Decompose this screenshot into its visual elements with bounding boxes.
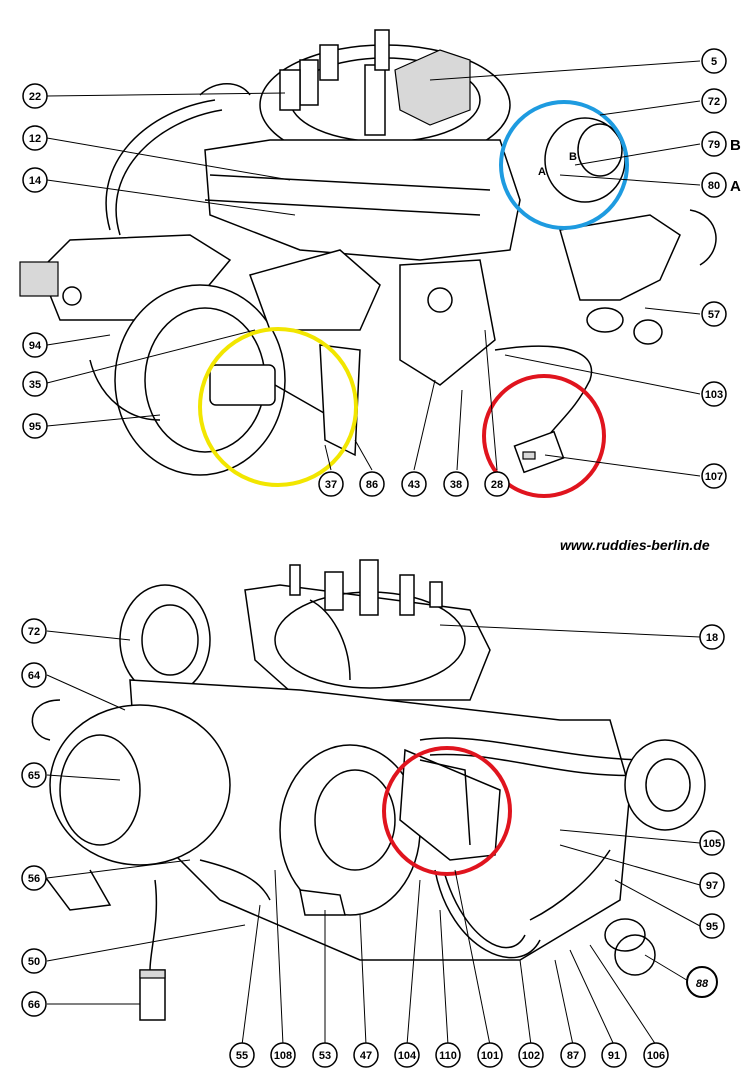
callout-64: 64 [21,662,47,688]
svg-text:35: 35 [29,379,41,391]
svg-text:104: 104 [398,1050,417,1062]
svg-text:47: 47 [360,1050,372,1062]
inline-label-a: A [538,166,546,178]
svg-text:102: 102 [522,1050,540,1062]
svg-text:38: 38 [450,479,462,491]
callout-72-top: 72 [701,88,727,114]
svg-text:18: 18 [706,632,718,644]
red-highlight-circle-top [482,374,606,498]
callout-22: 22 [22,83,48,109]
side-label-b: B [730,137,741,154]
svg-text:79: 79 [708,139,720,151]
callout-50: 50 [21,948,47,974]
callout-14: 14 [22,167,48,193]
svg-text:108: 108 [274,1050,292,1062]
svg-text:12: 12 [29,133,41,145]
svg-text:87: 87 [567,1050,579,1062]
callout-53: 53 [312,1042,338,1068]
callout-105: 105 [699,830,725,856]
red-highlight-circle-bottom [382,746,512,876]
svg-text:43: 43 [408,479,420,491]
callout-91: 91 [601,1042,627,1068]
svg-text:106: 106 [647,1050,665,1062]
svg-text:95: 95 [29,421,41,433]
svg-text:110: 110 [439,1050,457,1062]
callout-66: 66 [21,991,47,1017]
callout-108: 108 [270,1042,296,1068]
svg-text:64: 64 [28,670,41,682]
svg-text:91: 91 [608,1050,620,1062]
callout-104: 104 [394,1042,420,1068]
callout-56: 56 [21,865,47,891]
inline-label-b: B [569,151,577,163]
callout-80: 80 [701,172,727,198]
callout-18: 18 [699,624,725,650]
svg-text:103: 103 [705,389,723,401]
bottom-leader-lines [46,624,701,1046]
blue-highlight-circle [499,100,629,230]
callout-28: 28 [484,471,510,497]
callout-57: 57 [701,301,727,327]
svg-text:94: 94 [29,340,42,352]
top-leader-lines [46,60,701,477]
callout-72-bottom: 72 [21,618,47,644]
svg-text:72: 72 [708,96,720,108]
callout-37: 37 [318,471,344,497]
top-carburetor-drawing [19,29,717,476]
callout-95-bottom: 95 [699,913,725,939]
callout-5: 5 [701,48,727,74]
svg-text:55: 55 [236,1050,248,1062]
callout-102: 102 [518,1042,544,1068]
svg-text:105: 105 [703,838,721,850]
callout-35: 35 [22,371,48,397]
callout-47: 47 [353,1042,379,1068]
svg-text:50: 50 [28,956,40,968]
side-label-a: A [730,178,741,195]
svg-text:101: 101 [481,1050,499,1062]
svg-text:53: 53 [319,1050,331,1062]
callout-38: 38 [443,471,469,497]
callout-55: 55 [229,1042,255,1068]
svg-text:80: 80 [708,180,720,192]
callout-12: 12 [22,125,48,151]
yellow-highlight-circle [198,327,358,487]
callout-86: 86 [359,471,385,497]
svg-text:57: 57 [708,309,720,321]
callout-107: 107 [701,463,727,489]
website-url: www.ruddies-berlin.de [560,537,710,553]
svg-text:28: 28 [491,479,503,491]
callout-103: 103 [701,381,727,407]
svg-text:107: 107 [705,471,723,483]
svg-text:95: 95 [706,921,718,933]
svg-text:37: 37 [325,479,337,491]
svg-text:86: 86 [366,479,378,491]
svg-text:22: 22 [29,91,41,103]
svg-text:72: 72 [28,626,40,638]
callout-43: 43 [401,471,427,497]
callout-97: 97 [699,872,725,898]
svg-text:65: 65 [28,770,40,782]
bottom-carburetor-drawing [31,559,706,1021]
svg-text:97: 97 [706,880,718,892]
callout-95-top: 95 [22,413,48,439]
callout-87: 87 [560,1042,586,1068]
callout-101: 101 [477,1042,503,1068]
callout-88: 88 [686,966,718,998]
callout-65: 65 [21,762,47,788]
svg-text:66: 66 [28,999,40,1011]
svg-text:14: 14 [29,175,42,187]
svg-text:88: 88 [696,978,709,990]
svg-text:56: 56 [28,873,40,885]
callout-110: 110 [435,1042,461,1068]
callout-94: 94 [22,332,48,358]
callout-106: 106 [643,1042,669,1068]
svg-text:5: 5 [711,56,717,68]
callout-79: 79 [701,131,727,157]
